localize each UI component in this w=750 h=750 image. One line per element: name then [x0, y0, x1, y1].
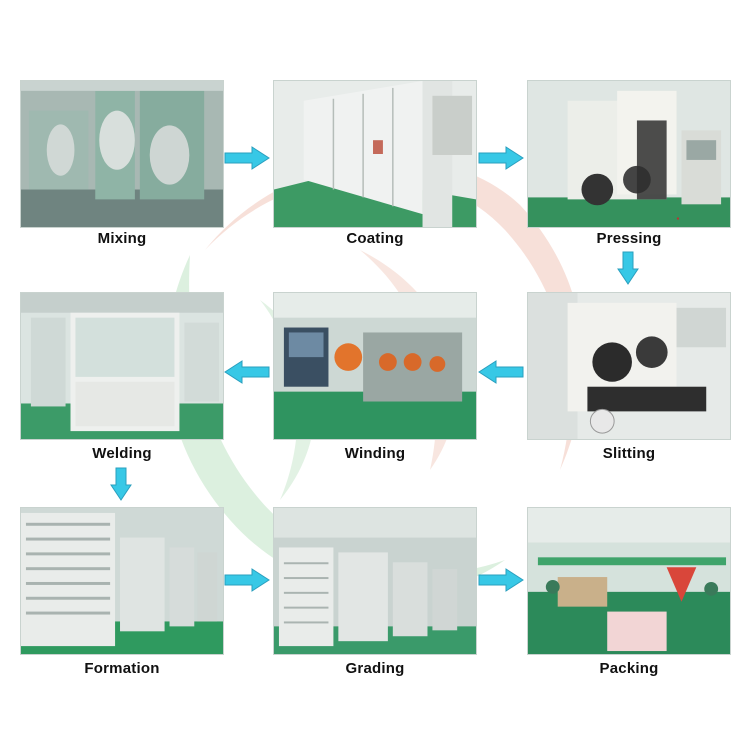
- step-label-coating: Coating: [346, 230, 404, 247]
- step-label-packing: Packing: [599, 660, 659, 677]
- step-label-mixing: Mixing: [97, 230, 147, 247]
- step-photo-welding: [20, 292, 224, 440]
- step-photo-packing: [527, 507, 731, 655]
- arrow-left-icon: [224, 360, 270, 384]
- step-label-grading: Grading: [345, 660, 405, 677]
- step-label-formation: Formation: [84, 660, 160, 677]
- arrow-right-icon: [224, 568, 270, 592]
- arrow-right-icon: [478, 146, 524, 170]
- step-photo-formation: [20, 507, 224, 655]
- step-photo-slitting: [527, 292, 731, 440]
- step-photo-pressing: ▪: [527, 80, 731, 228]
- step-label-welding: Welding: [92, 445, 152, 462]
- arrow-left-icon: [478, 360, 524, 384]
- svg-text:▪: ▪: [677, 214, 680, 223]
- arrow-down-icon: [617, 251, 639, 285]
- step-photo-winding: [273, 292, 477, 440]
- arrow-right-icon: [224, 146, 270, 170]
- step-label-pressing: Pressing: [596, 230, 662, 247]
- step-photo-coating: [273, 80, 477, 228]
- step-label-slitting: Slitting: [602, 445, 656, 462]
- step-photo-mixing: [20, 80, 224, 228]
- arrow-right-icon: [478, 568, 524, 592]
- arrow-down-icon: [110, 467, 132, 501]
- step-photo-grading: [273, 507, 477, 655]
- step-label-winding: Winding: [344, 445, 406, 462]
